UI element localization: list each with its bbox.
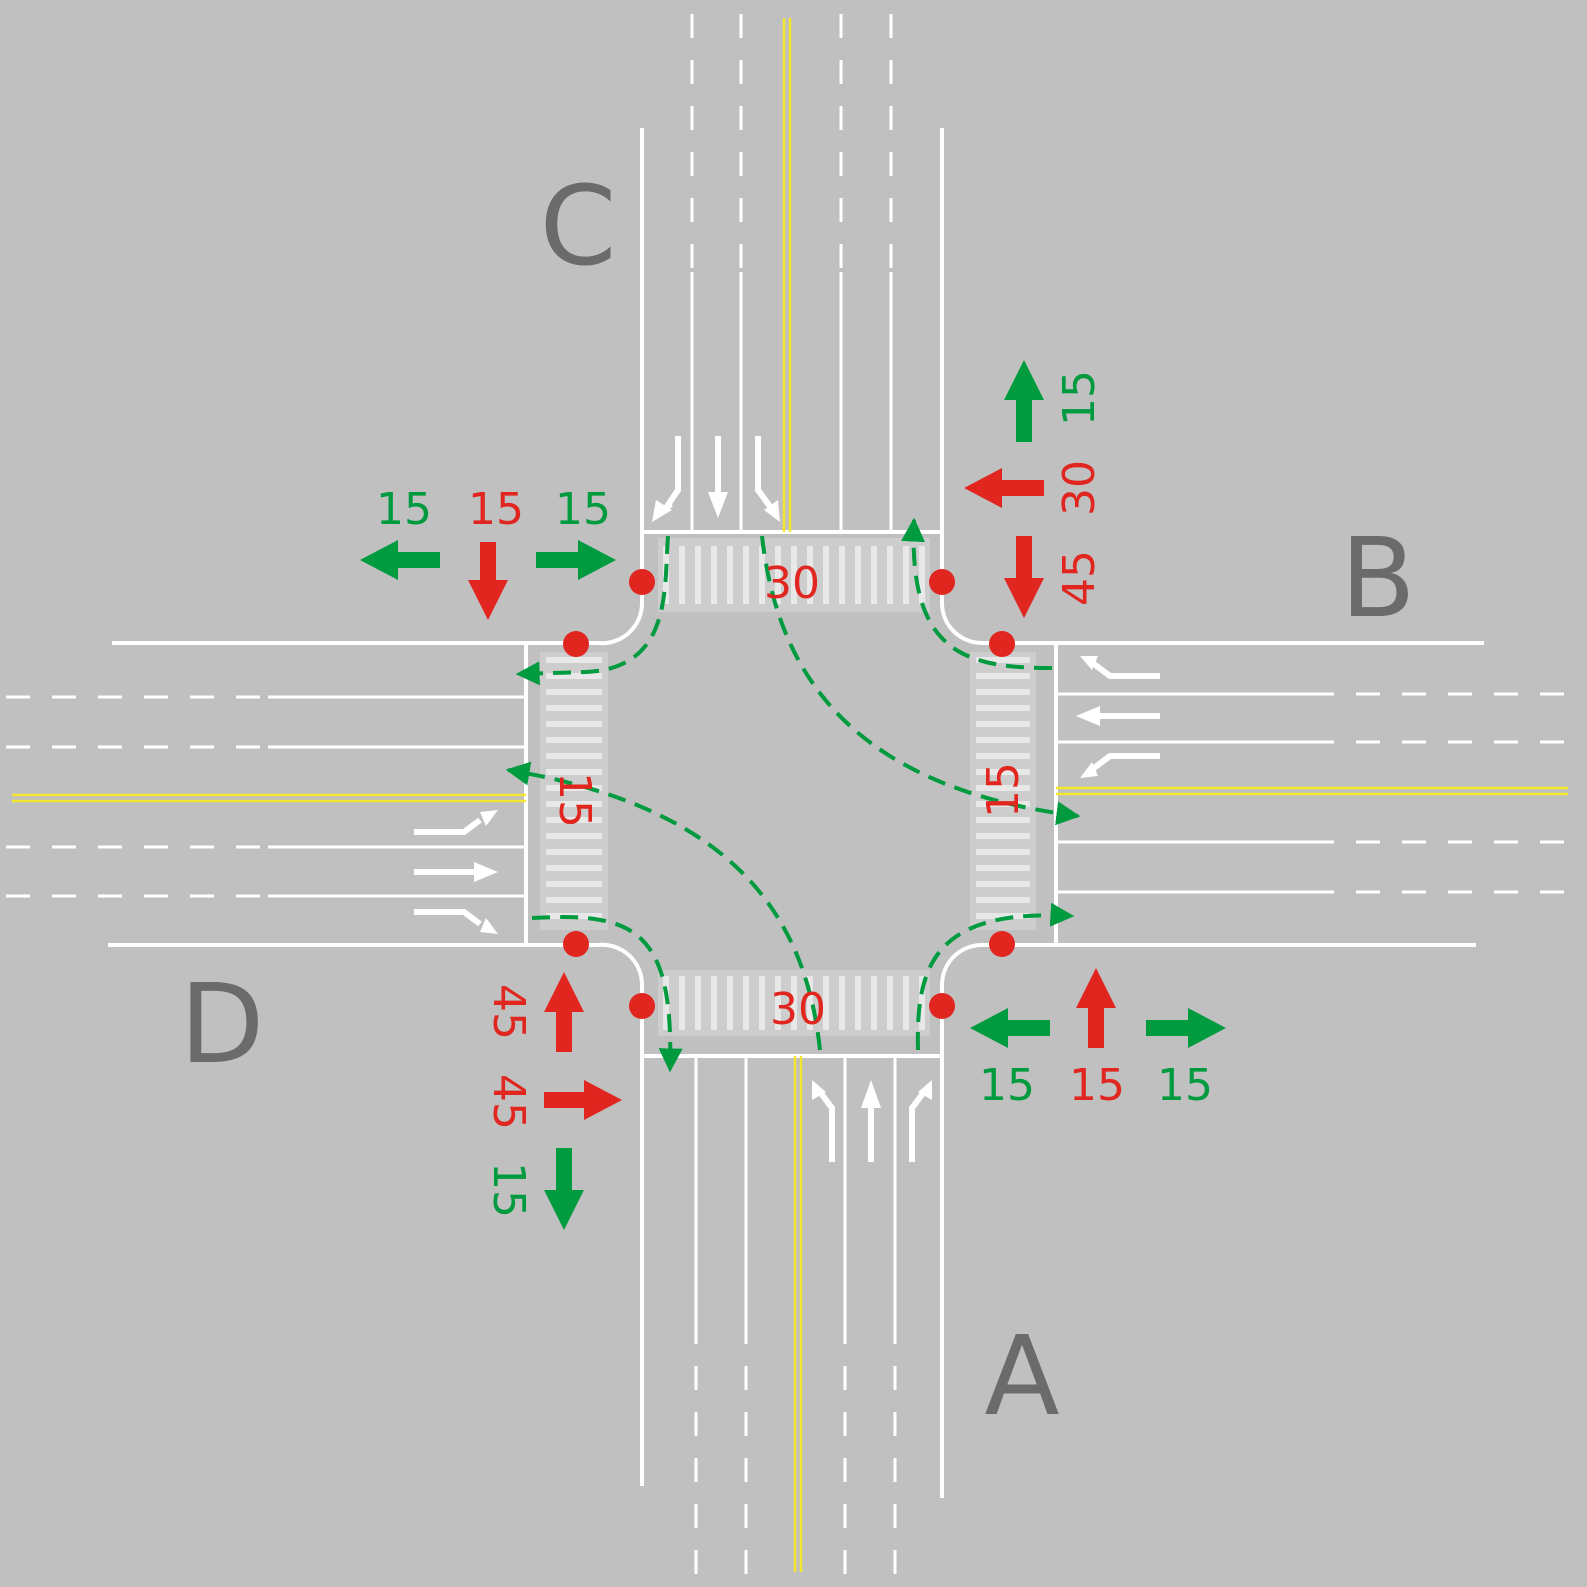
- approach-label-b: B: [1340, 514, 1415, 642]
- lane-arrow-icon: [480, 918, 498, 934]
- crosswalk-west: [540, 652, 608, 930]
- lane-arrow-icon: [480, 810, 498, 826]
- signal-arrow-icon: [544, 1080, 622, 1120]
- signal-time: 45: [483, 984, 534, 1040]
- signal-arrow-icon: [468, 542, 508, 620]
- pedestrian-paths: [505, 517, 1081, 1073]
- pedestrian-path-arrow-icon: [760, 535, 1081, 826]
- lane-arrow-icon: [1092, 661, 1160, 679]
- lane-arrow-icon: [1092, 753, 1160, 771]
- lane-arrow-heads: [474, 492, 1100, 1108]
- pedestrian-path-arrow-icon: [915, 902, 1075, 1051]
- crosswalk-south: [658, 970, 930, 1036]
- lane-arrow-icon: [652, 500, 672, 522]
- crosswalk-time-west: 15: [549, 772, 600, 828]
- curb-northwest: [112, 128, 645, 646]
- signal-post-icon: [929, 569, 955, 595]
- lane-arrow-icon: [918, 1080, 932, 1100]
- crosswalks: [540, 538, 1036, 1036]
- approach-label-a: A: [984, 1312, 1059, 1440]
- signal-group-a: 15 15 15: [970, 968, 1226, 1111]
- signal-time: 15: [483, 1162, 534, 1218]
- signal-arrow-icon: [970, 1008, 1050, 1048]
- signal-arrow-icon: [964, 468, 1044, 508]
- signal-time: 15: [1069, 1060, 1125, 1111]
- signal-posts: [563, 569, 1015, 1019]
- crosswalk-times: 30 30 15 15: [549, 558, 1029, 1035]
- lane-arrow-icon: [909, 1090, 927, 1162]
- lane-arrow-icon: [474, 862, 498, 882]
- signal-group-c: 15 15 15: [360, 484, 616, 620]
- signal-group-b: 15 30 45: [964, 360, 1105, 618]
- lane-arrow-icon: [817, 1090, 835, 1162]
- signal-arrow-icon: [1004, 536, 1044, 618]
- signal-time: 45: [1054, 550, 1105, 606]
- signal-arrow-icon: [544, 972, 584, 1052]
- lane-arrow-icon: [861, 1080, 881, 1108]
- pedestrian-path-arrow-icon: [515, 535, 670, 686]
- lane-arrow-icon: [1080, 762, 1098, 778]
- curb-southeast: [940, 943, 1476, 1498]
- approach-labels: C B D A: [180, 162, 1416, 1440]
- lane-arrow-icon: [414, 909, 482, 927]
- signal-post-icon: [929, 993, 955, 1019]
- crosswalk-time-east: 15: [978, 762, 1029, 818]
- signal-arrow-icon: [360, 540, 440, 580]
- signal-post-icon: [989, 931, 1015, 957]
- lane-arrow-icon: [414, 817, 482, 835]
- signal-time: 30: [1054, 460, 1105, 516]
- signal-time: 45: [483, 1074, 534, 1130]
- signal-post-icon: [989, 631, 1015, 657]
- approach-label-d: D: [180, 960, 265, 1088]
- pedestrian-path-arrow-icon: [531, 915, 683, 1073]
- signal-time: 15: [555, 484, 611, 535]
- lane-arrow-icon: [764, 500, 780, 522]
- lane-arrow-icon: [755, 436, 774, 510]
- crosswalk-east: [970, 652, 1036, 930]
- lane-arrow-icon: [1080, 656, 1098, 670]
- signal-post-icon: [563, 631, 589, 657]
- signal-arrow-icon: [544, 1148, 584, 1230]
- signal-time: 15: [979, 1060, 1035, 1111]
- pedestrian-path-arrow-icon: [505, 761, 822, 1051]
- lane-arrow-icon: [812, 1080, 826, 1100]
- signal-post-icon: [629, 993, 655, 1019]
- lane-markings: [6, 14, 1580, 1580]
- signal-time: 15: [468, 484, 524, 535]
- pedestrian-path-arrow-icon: [901, 517, 1053, 670]
- signal-time: 15: [1157, 1060, 1213, 1111]
- signal-arrow-icon: [536, 540, 616, 580]
- curb-northeast: [940, 128, 1484, 645]
- crosswalk-time-north: 30: [764, 558, 820, 609]
- signal-group-d: 45 45 15: [483, 972, 622, 1230]
- signal-time: 15: [1054, 370, 1105, 426]
- signal-time: 15: [376, 484, 432, 535]
- center-lines: [12, 18, 1568, 1572]
- lane-arrow-icon: [1076, 706, 1100, 726]
- approach-label-c: C: [540, 162, 617, 290]
- signal-arrow-icon: [1004, 360, 1044, 442]
- signal-post-icon: [563, 931, 589, 957]
- crosswalk-north: [658, 538, 930, 612]
- signal-post-icon: [629, 569, 655, 595]
- signal-arrow-icon: [1076, 968, 1116, 1048]
- signal-arrow-icon: [1146, 1008, 1226, 1048]
- lane-arrows: [414, 436, 1160, 1162]
- lane-arrow-icon: [708, 492, 728, 518]
- crosswalk-time-south: 30: [770, 984, 826, 1035]
- curb-southwest: [108, 942, 645, 1486]
